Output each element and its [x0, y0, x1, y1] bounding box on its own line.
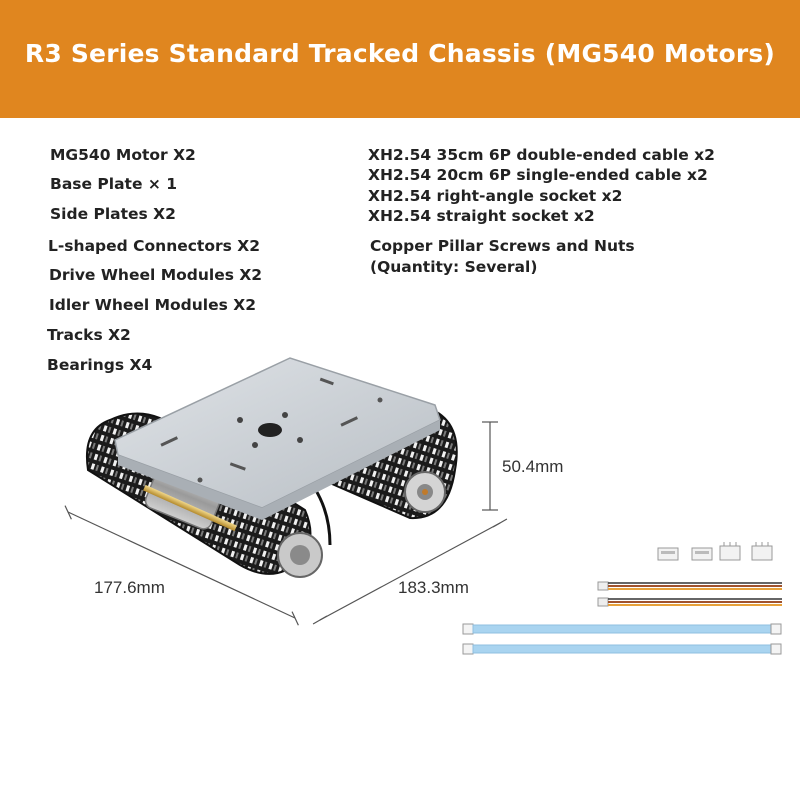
part-quantity-note: (Quantity: Several)	[370, 258, 538, 276]
part-cable-single: XH2.54 20cm 6P single-ended cable x2	[368, 166, 708, 184]
part-drive-wheels: Drive Wheel Modules X2	[49, 266, 263, 284]
part-motor: MG540 Motor X2	[50, 146, 196, 164]
socket-2	[691, 547, 713, 561]
drive-wheel-back	[404, 471, 446, 513]
single-ended-cables	[597, 581, 782, 607]
socket-4	[751, 542, 773, 561]
socket-1	[657, 547, 679, 561]
part-screws-nuts: Copper Pillar Screws and Nuts	[370, 237, 635, 255]
part-socket-straight: XH2.54 straight socket x2	[368, 207, 595, 225]
part-base-plate: Base Plate × 1	[50, 175, 178, 193]
part-tracks: Tracks X2	[47, 326, 131, 344]
part-l-connectors: L-shaped Connectors X2	[48, 237, 260, 255]
drive-wheel-front	[277, 532, 323, 578]
base-plate	[114, 357, 441, 520]
part-cable-double: XH2.54 35cm 6P double-ended cable x2	[368, 146, 715, 164]
length-label: 183.3mm	[398, 578, 469, 597]
height-label: 50.4mm	[502, 457, 564, 476]
width-label: 177.6mm	[94, 578, 165, 597]
part-side-plates: Side Plates X2	[50, 205, 176, 223]
part-socket-right-angle: XH2.54 right-angle socket x2	[368, 187, 623, 205]
double-ended-cables	[462, 623, 782, 655]
sockets	[657, 542, 773, 561]
socket-3	[719, 542, 741, 561]
title-banner: R3 Series Standard Tracked Chassis (MG54…	[0, 0, 800, 118]
part-bearings: Bearings X4	[47, 356, 153, 374]
page-title: R3 Series Standard Tracked Chassis (MG54…	[24, 38, 776, 68]
dimension-lines	[64, 421, 508, 626]
part-idler-wheels: Idler Wheel Modules X2	[49, 296, 256, 314]
